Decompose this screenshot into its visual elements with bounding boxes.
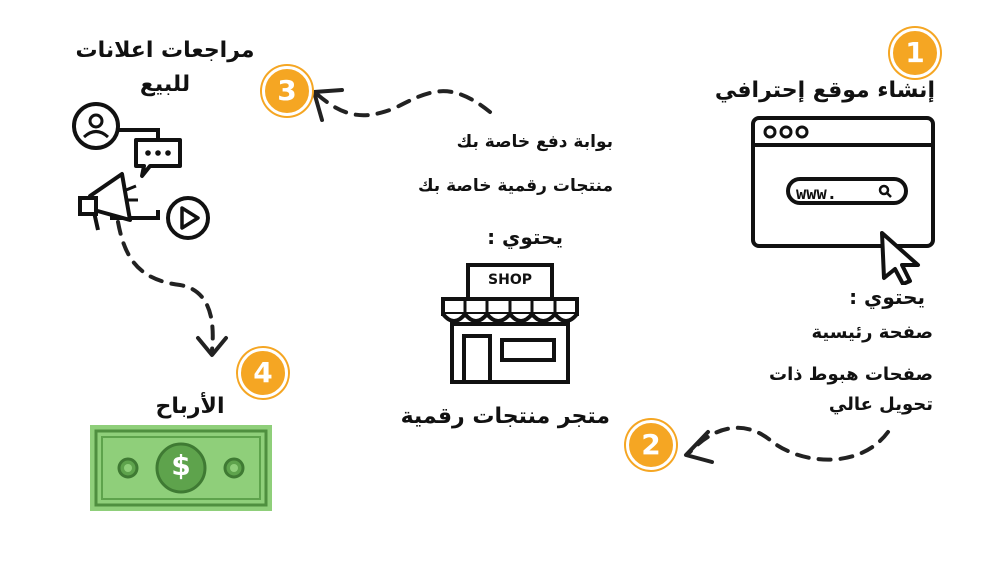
step-2-contains-label: يحتوي : [487,225,563,249]
step-2-item-1: منتجات رقمية خاصة بك [417,176,613,196]
step-1-item-3: تحويل عالي [828,394,933,415]
step-3-badge: 3 [262,66,312,116]
marketing-ads-icon [72,102,210,240]
step-2-title: متجر منتجات رقمية [400,404,610,429]
money-bill-icon [90,425,272,511]
step-4-title: الأرباح [155,394,225,419]
arrow-3-to-4 [116,220,215,352]
step-1-item-2: صفحات هبوط ذات [768,364,933,385]
step-1-title: إنشاء موقع إحترافي [714,78,935,103]
step-2-badge: 2 [626,420,676,470]
shop-icon [441,263,579,384]
step-3-title-line-2: للبيع [139,72,191,97]
shop-sign-text: SHOP [488,272,532,288]
arrow-head-3 [312,88,344,122]
step-4-badge: 4 [238,348,288,398]
arrow-2-to-3 [316,89,492,118]
arrow-head-2 [684,430,714,464]
step-1-item-1: صفحة رئيسية [811,322,933,343]
browser-url: www. [796,184,837,204]
arrow-1-to-2 [688,425,890,462]
arrow-head-4 [196,336,228,357]
browser-window-icon [751,116,935,285]
step-2-item-2: بوابة دفع خاصة بك [456,132,613,152]
step-1-contains-label: يحتوي : [849,285,925,309]
step-3-title-line-1: مراجعات اعلانات [75,38,255,63]
step-1-badge: 1 [890,28,940,78]
currency-symbol: $ [171,449,191,482]
